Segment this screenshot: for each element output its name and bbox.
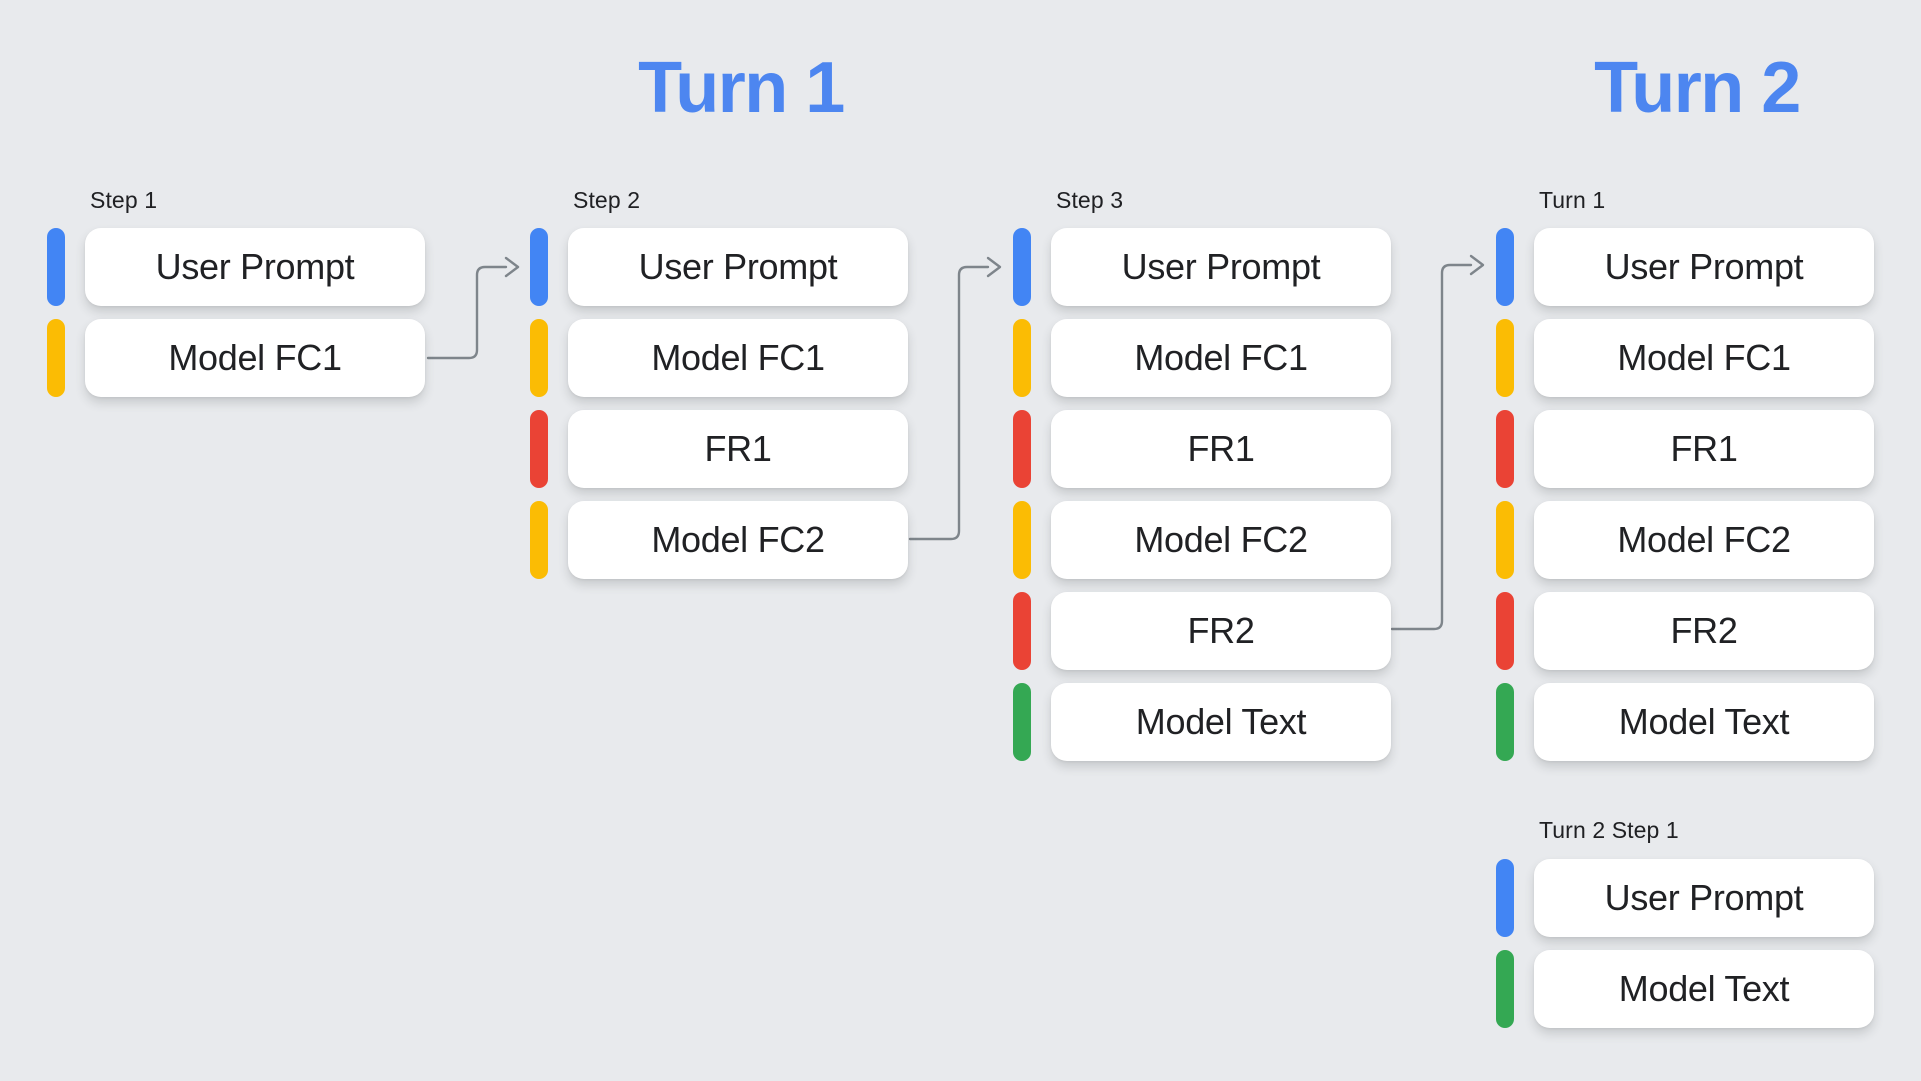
- card-user-prompt: User Prompt: [1051, 228, 1391, 306]
- model-fc2-color-bar: [1496, 501, 1514, 579]
- fr1-color-bar: [1013, 410, 1031, 488]
- fr1-color-bar: [530, 410, 548, 488]
- column-label: Turn 2 Step 1: [1539, 817, 1679, 843]
- card-model-fc1: Model FC1: [1534, 319, 1874, 397]
- model-fc2-color-bar: [1013, 501, 1031, 579]
- arrow-step1-to-step2: [426, 256, 520, 360]
- card-user-prompt: User Prompt: [85, 228, 425, 306]
- arrow-line: [1390, 263, 1473, 631]
- card-model-fc1: Model FC1: [1051, 319, 1391, 397]
- turn-2-heading: Turn 2: [1594, 48, 1801, 128]
- arrow-head: [986, 256, 1002, 278]
- card-model-text: Model Text: [1534, 950, 1874, 1028]
- column-label: Step 2: [573, 187, 641, 213]
- column-label: Step 1: [90, 187, 158, 213]
- user-prompt-color-bar: [1013, 228, 1031, 306]
- card-user-prompt: User Prompt: [568, 228, 908, 306]
- card-model-fc2: Model FC2: [568, 501, 908, 579]
- card-model-fc2: Model FC2: [1534, 501, 1874, 579]
- model-text-color-bar: [1496, 683, 1514, 761]
- column-label: Turn 1: [1539, 187, 1606, 213]
- fr1-color-bar: [1496, 410, 1514, 488]
- arrow-line: [908, 265, 990, 541]
- user-prompt-color-bar: [530, 228, 548, 306]
- user-prompt-color-bar: [1496, 228, 1514, 306]
- card-fr2: FR2: [1534, 592, 1874, 670]
- model-fc1-color-bar: [530, 319, 548, 397]
- card-user-prompt: User Prompt: [1534, 859, 1874, 937]
- model-text-color-bar: [1496, 950, 1514, 1028]
- card-user-prompt: User Prompt: [1534, 228, 1874, 306]
- fr2-color-bar: [1496, 592, 1514, 670]
- card-model-text: Model Text: [1534, 683, 1874, 761]
- user-prompt-color-bar: [47, 228, 65, 306]
- card-model-fc1: Model FC1: [568, 319, 908, 397]
- arrow-step3-to-turn1: [1390, 254, 1485, 631]
- card-fr2: FR2: [1051, 592, 1391, 670]
- card-fr1: FR1: [1534, 410, 1874, 488]
- model-text-color-bar: [1013, 683, 1031, 761]
- card-fr1: FR1: [1051, 410, 1391, 488]
- arrow-step2-to-step3: [908, 256, 1002, 541]
- card-fr1: FR1: [568, 410, 908, 488]
- model-fc1-color-bar: [1013, 319, 1031, 397]
- column-label: Step 3: [1056, 187, 1124, 213]
- fr2-color-bar: [1013, 592, 1031, 670]
- arrow-line: [426, 265, 508, 360]
- card-model-text: Model Text: [1051, 683, 1391, 761]
- model-fc1-color-bar: [1496, 319, 1514, 397]
- user-prompt-color-bar: [1496, 859, 1514, 937]
- turn-1-heading: Turn 1: [638, 48, 845, 128]
- model-fc1-color-bar: [47, 319, 65, 397]
- card-model-fc1: Model FC1: [85, 319, 425, 397]
- arrow-head: [1469, 254, 1485, 276]
- card-model-fc2: Model FC2: [1051, 501, 1391, 579]
- arrow-head: [504, 256, 520, 278]
- model-fc2-color-bar: [530, 501, 548, 579]
